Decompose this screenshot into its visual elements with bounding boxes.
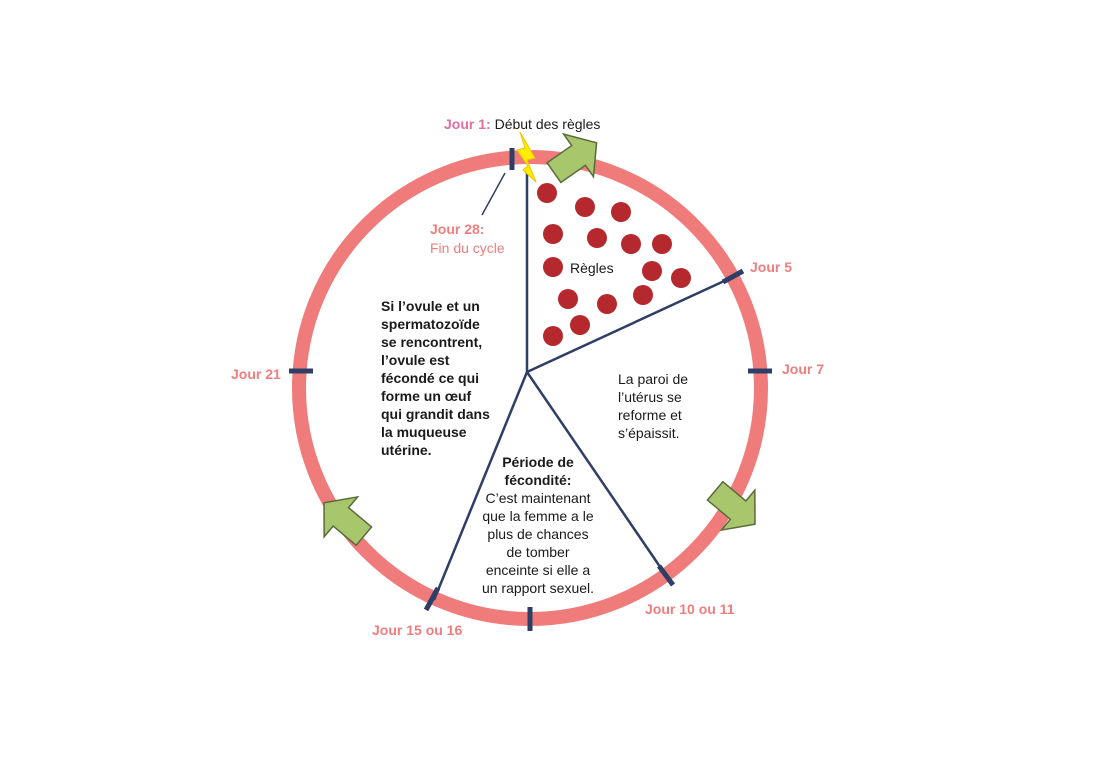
fertilized-line: fécondé ce qui <box>381 370 480 386</box>
dot <box>543 224 563 244</box>
regles-label: Règles <box>570 260 614 276</box>
fertilized-line: utérine. <box>381 442 432 458</box>
day28-title: Jour 28: <box>430 221 485 237</box>
day21-label: Jour 21 <box>231 366 281 382</box>
fertility-title-line: Période de <box>502 454 574 470</box>
fertilized-line: spermatozoïde <box>381 316 480 332</box>
uterus-line: s’épaissit. <box>618 425 680 441</box>
divider-day10 <box>525 371 669 578</box>
uterus-line: l’utérus se <box>618 389 682 405</box>
fertilized-line: qui grandit dans <box>381 406 490 422</box>
tick-day10 <box>656 564 676 587</box>
day1011-label: Jour 10 ou 11 <box>645 601 735 617</box>
blood-dots <box>537 183 691 346</box>
dot <box>575 197 595 217</box>
fertility-text: Période de fécondité: C’est maintenant q… <box>470 453 606 597</box>
uterus-line: reforme et <box>618 407 682 423</box>
uterus-text: La paroi de l’utérus se reforme et s’épa… <box>618 370 688 442</box>
dot <box>537 183 557 203</box>
fertilized-line: se rencontrent, <box>381 334 483 350</box>
divider-day5 <box>526 274 736 374</box>
fertilized-line: Si l’ovule et un <box>381 298 480 314</box>
day1-label: Jour 1: Début des règles <box>444 116 600 133</box>
arrow-icon-top <box>546 132 598 184</box>
dot <box>671 268 691 288</box>
day28-pointer <box>481 172 506 216</box>
dot <box>611 202 631 222</box>
dot <box>587 228 607 248</box>
fertilized-text: Si l’ovule et un spermatozoïde se rencon… <box>381 297 490 459</box>
fertility-body-line: C’est maintenant <box>485 490 591 506</box>
day1-prefix: Jour 1: <box>444 116 491 132</box>
dot <box>642 261 662 281</box>
arrow-icon-left <box>323 495 373 547</box>
dot <box>558 289 578 309</box>
dot <box>633 285 653 305</box>
dot <box>652 234 672 254</box>
day7-label: Jour 7 <box>782 361 825 377</box>
fertilized-line: la muqueuse <box>381 424 467 440</box>
arrow-icon-right <box>706 480 756 532</box>
day28-subtitle: Fin du cycle <box>430 240 505 256</box>
dot <box>570 315 590 335</box>
fertility-body-line: un rapport sexuel. <box>481 580 595 596</box>
lightning-icon <box>516 131 537 183</box>
fertility-body-line: plus de chances <box>487 526 589 542</box>
day1-text: Début des règles <box>494 116 601 132</box>
fertilized-line: l’ovule est <box>381 352 450 368</box>
dot <box>543 326 563 346</box>
day5-label: Jour 5 <box>750 259 793 275</box>
fertility-body-line: de tomber <box>506 544 570 560</box>
tick-day5 <box>721 268 745 285</box>
divider-day15 <box>432 371 529 601</box>
fertility-body-line: que la femme a le <box>482 508 594 524</box>
dot <box>621 234 641 254</box>
fertility-title-line: fécondité: <box>504 472 572 488</box>
uterus-line: La paroi de <box>618 371 689 387</box>
fertilized-line: forme un œuf <box>381 388 472 404</box>
dot <box>543 257 563 277</box>
day1516-label: Jour 15 ou 16 <box>372 622 463 638</box>
fertility-body-line: enceinte si elle a <box>485 562 591 578</box>
tick-day15 <box>423 586 441 612</box>
dot <box>597 294 617 314</box>
